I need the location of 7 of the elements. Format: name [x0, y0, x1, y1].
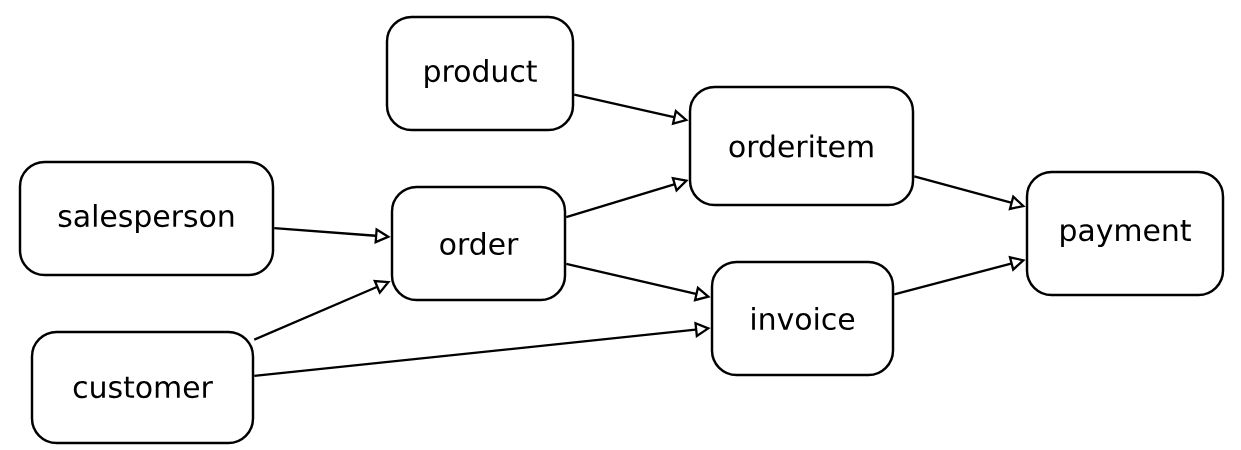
- entity-box: orderitem: [688, 85, 915, 207]
- entity-box: invoice: [710, 260, 895, 377]
- entity-box: salesperson: [18, 160, 275, 277]
- entity-box: order: [390, 185, 567, 302]
- entity-box: payment: [1025, 170, 1225, 297]
- entity-box: customer: [30, 330, 255, 445]
- entity-box: product: [385, 15, 575, 132]
